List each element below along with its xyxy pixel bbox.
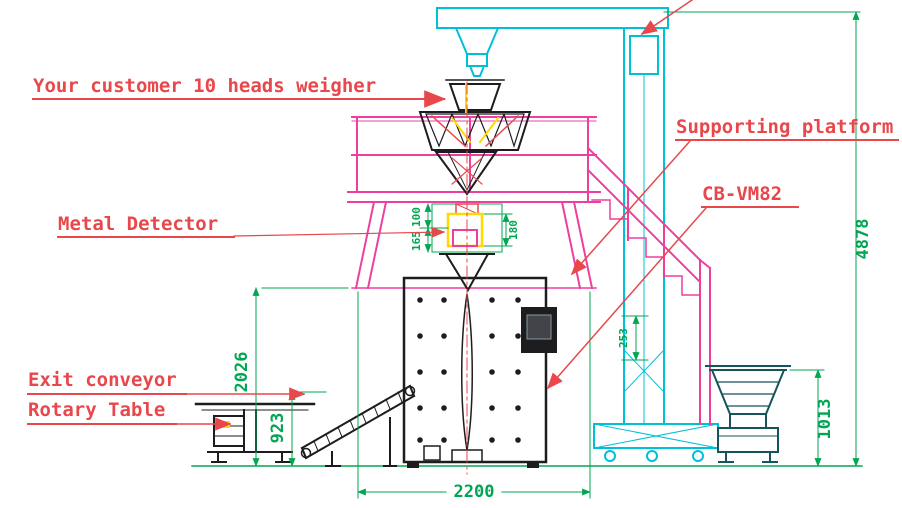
dim-detector-height: 180 (483, 213, 520, 247)
machine-rivets (417, 297, 521, 443)
dim-text-180: 180 (507, 220, 520, 240)
leader-model (546, 206, 708, 390)
dim-detector-offsets: 100 165 (410, 203, 449, 253)
bagger-machine (402, 276, 557, 468)
leader-elevator-arrow (640, 0, 694, 36)
dimensions: 4878 2200 2026 923 1013 100 (232, 11, 873, 502)
supporting-platform-structure (347, 116, 601, 290)
dim-text-100: 100 (410, 207, 423, 227)
leader-metal-detector (233, 226, 446, 238)
label-metal-detector: Metal Detector (58, 213, 218, 235)
dim-text-2026: 2026 (232, 352, 252, 393)
dim-text-4878: 4878 (853, 219, 873, 260)
dim-discharge-height: 923 (268, 391, 327, 467)
dim-text-1013: 1013 (815, 399, 835, 440)
dim-total-height: 4878 (663, 11, 873, 467)
label-heads-weigher: Your customer 10 heads weigher (33, 75, 376, 97)
dim-text-2200: 2200 (454, 482, 495, 502)
dim-platform-clearance: 2026 (232, 287, 349, 467)
dim-feeder-height: 1013 (789, 369, 835, 467)
dim-text-253: 253 (617, 328, 630, 348)
label-model: CB-VM82 (702, 183, 782, 205)
exit-conveyor-graphic (300, 384, 416, 467)
label-supporting-platform: Supporting platform (676, 116, 893, 138)
dim-stair-step: 253 (617, 315, 649, 361)
product-feeder (705, 365, 791, 463)
dim-machine-width: 2200 (357, 291, 591, 502)
label-exit-conveyor: Exit conveyor (28, 369, 177, 391)
callout-labels: Your customer 10 heads weigher Supportin… (27, 0, 899, 431)
rotary-table-graphic (194, 402, 316, 463)
label-rotary-table: Rotary Table (28, 399, 165, 421)
heads-weigher-graphic (418, 79, 532, 196)
platform-stairs (586, 146, 712, 425)
dim-text-923: 923 (268, 413, 288, 444)
control-panel (521, 307, 557, 353)
dim-text-165: 165 (410, 231, 423, 251)
leader-supporting-platform (570, 139, 692, 276)
belt-cleats (313, 391, 403, 452)
